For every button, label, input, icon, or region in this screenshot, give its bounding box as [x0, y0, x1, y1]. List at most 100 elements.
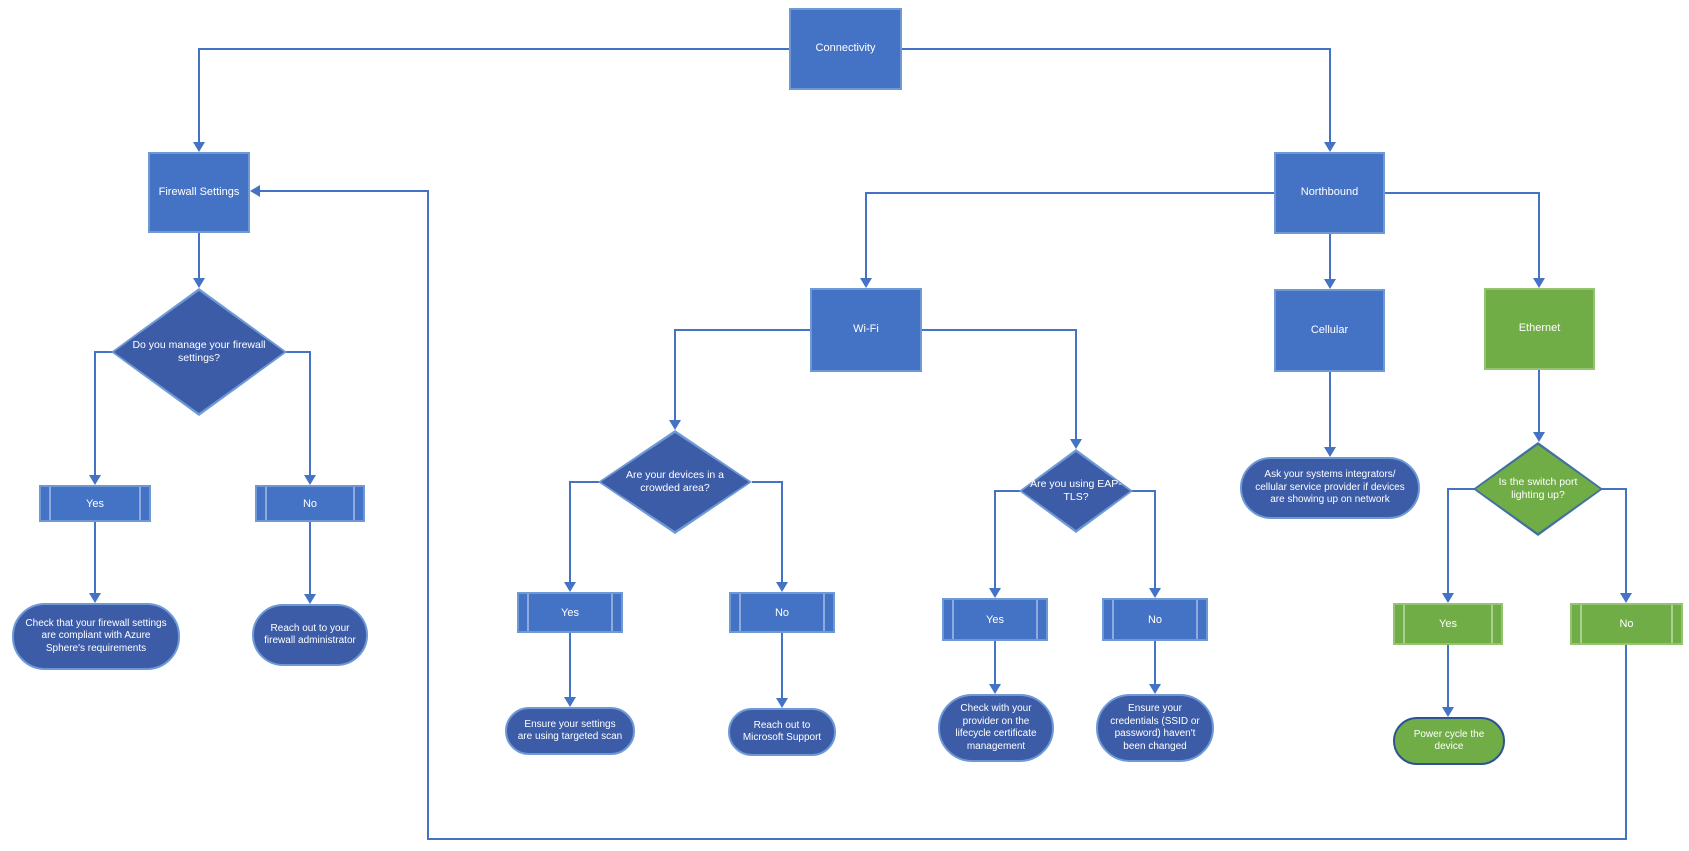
branch-eap-no-label: No [1147, 613, 1163, 626]
connector-ethernet-decision [1538, 370, 1540, 432]
outcome-cellular-provider: Ask your systems integrators/ cellular s… [1240, 457, 1420, 519]
connector-cellular-outcome [1329, 372, 1331, 447]
branch-crowded-yes: Yes [517, 592, 623, 633]
branch-eap-no: No [1102, 598, 1208, 641]
process-bar [265, 487, 267, 520]
branch-crowded-yes-label: Yes [561, 606, 579, 619]
connector-segment [865, 192, 867, 278]
branch-firewall-no-label: No [302, 497, 318, 510]
arrowhead-down-icon [1533, 278, 1545, 288]
arrowhead-left-icon [250, 185, 260, 197]
connector-loopback-bottom [427, 838, 1627, 840]
arrowhead-down-icon [989, 684, 1001, 694]
connector-segment [1154, 490, 1156, 588]
branch-ethernet-yes-label: Yes [1439, 618, 1457, 630]
connector-firewall-no [285, 351, 310, 353]
process-bar [823, 594, 825, 631]
connector-northbound-wifi [865, 192, 1274, 194]
outcome-targeted-scan-label: Ensure your settings are using targeted … [517, 718, 623, 743]
outcome-cellular-provider-label: Ask your systems integrators/ cellular s… [1255, 469, 1405, 506]
branch-crowded-no: No [729, 592, 835, 633]
connector-segment [1075, 329, 1077, 439]
process-bar [1112, 600, 1114, 639]
process-bar [49, 487, 51, 520]
connector-northbound-cellular [1329, 234, 1331, 279]
branch-eap-yes-label: Yes [986, 613, 1004, 626]
outcome-firewall-admin-label: Reach out to your firewall administrator [264, 622, 356, 647]
outcome-microsoft-support-label: Reach out to Microsoft Support [742, 719, 822, 744]
branch-eap-yes: Yes [942, 598, 1048, 641]
connector-eap-no [1131, 490, 1155, 492]
connector-segment [1538, 192, 1540, 278]
process-bar [1403, 605, 1405, 643]
arrowhead-down-icon [564, 697, 576, 707]
node-cellular: Cellular [1274, 289, 1385, 372]
connector-crowded-yes-outcome [569, 633, 571, 697]
connector-segment [309, 351, 311, 475]
connector-firewall-decision [198, 233, 200, 278]
outcome-lifecycle-certificate: Check with your provider on the lifecycl… [938, 694, 1054, 762]
arrowhead-down-icon [776, 582, 788, 592]
connector-switch-no [1601, 488, 1626, 490]
arrowhead-down-icon [1070, 439, 1082, 449]
node-firewall-settings: Firewall Settings [148, 152, 250, 233]
branch-firewall-no: No [255, 485, 365, 522]
branch-ethernet-no-label: No [1619, 618, 1634, 630]
process-bar [139, 487, 141, 520]
connector-switch-yes [1447, 488, 1475, 490]
process-bar [611, 594, 613, 631]
connector-eap-yes-outcome [994, 641, 996, 684]
branch-ethernet-yes: Yes [1393, 603, 1503, 645]
decision-eap-tls: Are you using EAP-TLS? [1019, 449, 1133, 533]
connector-loopback [1625, 645, 1627, 840]
outcome-credentials-changed-label: Ensure your credentials (SSID or passwor… [1110, 703, 1200, 752]
outcome-firewall-compliance: Check that your firewall settings are co… [12, 603, 180, 670]
node-northbound: Northbound [1274, 152, 1385, 234]
connector-segment [569, 481, 571, 582]
arrowhead-down-icon [1149, 588, 1161, 598]
arrowhead-down-icon [304, 594, 316, 604]
branch-ethernet-no: No [1570, 603, 1683, 645]
connector-segment [198, 48, 200, 142]
decision-manage-firewall-label: Do you manage your firewall settings? [132, 339, 266, 364]
connector-crowded-no-outcome [781, 633, 783, 698]
node-ethernet: Ethernet [1484, 288, 1595, 370]
connector-crowded-no [752, 481, 782, 483]
process-bar [1036, 600, 1038, 639]
process-bar [1196, 600, 1198, 639]
connector-loopback-left [427, 190, 429, 840]
arrowhead-down-icon [193, 142, 205, 152]
connector-eap-yes [994, 490, 1020, 492]
connector-segment [94, 351, 96, 475]
decision-switch-port-label: Is the switch port lighting up? [1498, 476, 1578, 501]
connector-segment [674, 329, 676, 420]
node-connectivity: Connectivity [789, 8, 902, 90]
arrowhead-down-icon [669, 420, 681, 430]
arrowhead-down-icon [1533, 432, 1545, 442]
connector-segment [781, 481, 783, 582]
node-wifi-label: Wi-Fi [853, 323, 879, 336]
decision-crowded-area: Are your devices in a crowded area? [598, 430, 752, 534]
arrowhead-down-icon [193, 278, 205, 288]
connector-eap-no-outcome [1154, 641, 1156, 684]
connector-switch-yes-outcome [1447, 645, 1449, 707]
outcome-firewall-admin: Reach out to your firewall administrator [252, 604, 368, 666]
arrowhead-down-icon [776, 698, 788, 708]
process-bar [1491, 605, 1493, 643]
outcome-firewall-compliance-label: Check that your firewall settings are co… [25, 617, 167, 654]
process-bar [1580, 605, 1582, 643]
node-wifi: Wi-Fi [810, 288, 922, 372]
branch-firewall-yes-label: Yes [86, 497, 104, 510]
arrowhead-down-icon [989, 588, 1001, 598]
node-firewall-settings-label: Firewall Settings [158, 185, 240, 198]
connector-wifi-crowded [674, 329, 810, 331]
outcome-targeted-scan: Ensure your settings are using targeted … [505, 707, 635, 755]
arrowhead-down-icon [1149, 684, 1161, 694]
connector-loopback-into-firewall [260, 190, 428, 192]
connector-segment [994, 490, 996, 588]
process-bar [527, 594, 529, 631]
branch-firewall-yes: Yes [39, 485, 151, 522]
connector-connectivity-northbound [900, 48, 1330, 50]
connector-firewall-yes [94, 351, 114, 353]
